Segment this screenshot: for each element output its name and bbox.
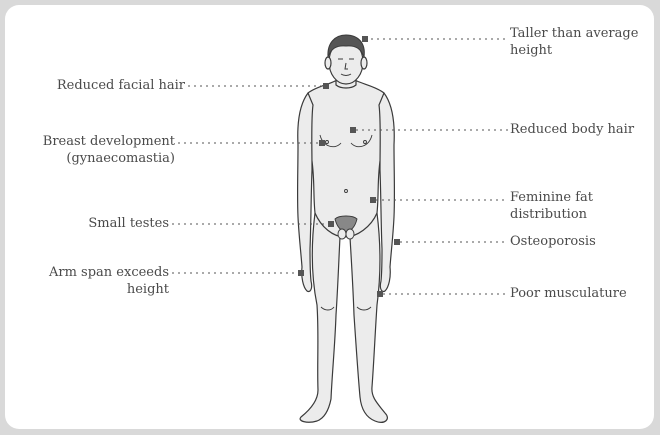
marker-body-hair [350, 127, 356, 133]
marker-breast [319, 140, 325, 146]
left-arm [298, 93, 313, 292]
label-feminine-fat: Feminine fat distribution [510, 189, 593, 223]
label-osteoporosis: Osteoporosis [510, 233, 596, 250]
diagram-panel: Taller than average height Reduced facia… [5, 5, 654, 429]
label-reduced-body-hair: Reduced body hair [510, 121, 634, 138]
label-breast-development: Breast development (gynaecomastia) [25, 133, 175, 167]
marker-arm-span [298, 270, 304, 276]
right-arm [379, 93, 394, 292]
marker-facial-hair [323, 83, 329, 89]
marker-osteoporosis [394, 239, 400, 245]
pubic-area [335, 216, 357, 239]
label-small-testes: Small testes [35, 215, 169, 232]
label-arm-span: Arm span exceeds height [25, 264, 169, 298]
left-ear [325, 57, 331, 69]
label-poor-musculature: Poor musculature [510, 285, 627, 302]
marker-musculature [377, 291, 383, 297]
label-taller-height: Taller than average height [510, 25, 638, 59]
right-ear [361, 57, 367, 69]
marker-testes [328, 221, 334, 227]
marker-taller [362, 36, 368, 42]
marker-fat [370, 197, 376, 203]
torso [306, 81, 387, 237]
label-reduced-facial-hair: Reduced facial hair [35, 77, 185, 94]
